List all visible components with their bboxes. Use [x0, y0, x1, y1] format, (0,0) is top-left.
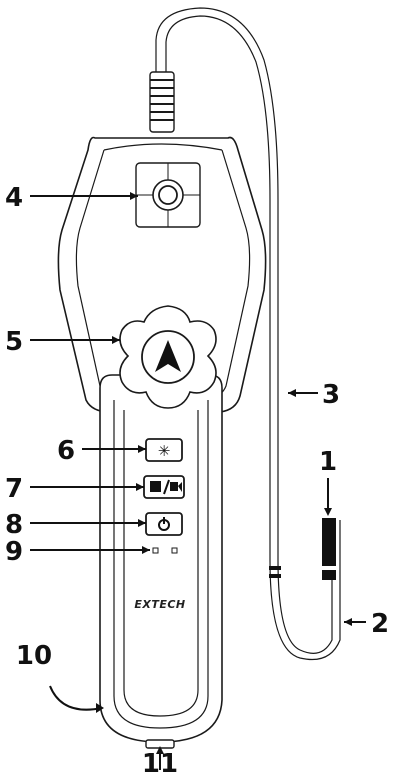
callout-5: 5	[5, 327, 23, 357]
callout-6: 6	[57, 436, 75, 466]
cable-bands	[269, 566, 281, 578]
callout-2: 2	[371, 609, 389, 639]
light-icon: ✳	[158, 442, 171, 460]
callout-3: 3	[322, 380, 340, 410]
callout-9: 9	[5, 537, 23, 567]
power-button[interactable]	[145, 512, 183, 536]
pointer-lines	[30, 192, 366, 770]
brand-logo: EXTECH	[134, 598, 185, 611]
status-leds	[152, 547, 178, 554]
callout-7: 7	[5, 474, 23, 504]
capture-button[interactable]	[143, 475, 185, 499]
gooseneck-cable	[155, 7, 341, 661]
strain-relief	[149, 71, 175, 133]
callout-11: 11	[142, 749, 178, 777]
callout-labels: 4 5 6 7 8 9 3 1 2 10 11	[5, 183, 389, 777]
callout-1: 1	[319, 447, 337, 477]
camera-icon	[150, 481, 161, 492]
device-handle: EXTECH	[99, 374, 223, 749]
rotary-knob[interactable]	[119, 305, 217, 409]
callout-8: 8	[5, 510, 23, 540]
camera-window	[135, 162, 201, 228]
led-button[interactable]: ✳	[145, 438, 183, 462]
callout-4: 4	[5, 183, 23, 213]
video-icon	[170, 482, 178, 491]
arrow-icon	[155, 340, 181, 372]
callout-10: 10	[16, 641, 52, 671]
camera-probe-tip	[322, 518, 336, 580]
